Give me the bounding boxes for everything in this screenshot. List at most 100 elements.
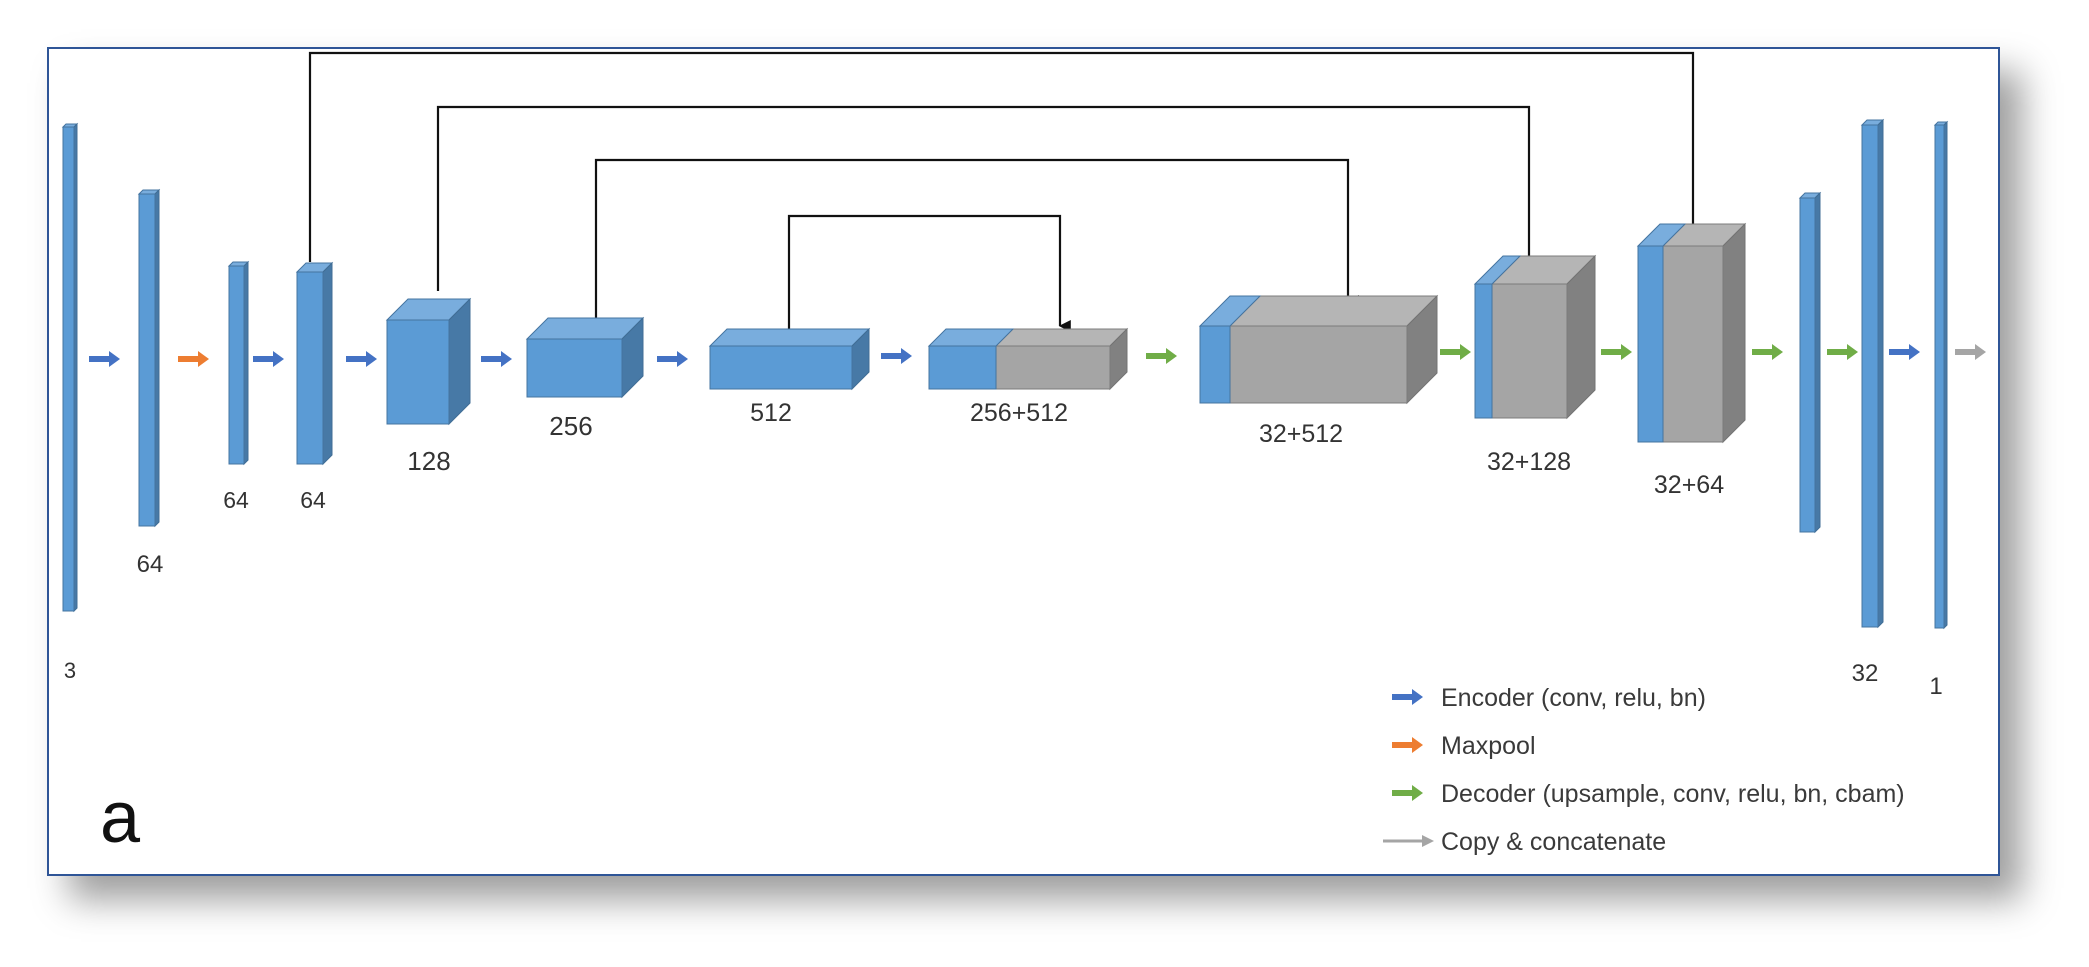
flow-arrow-encoder-head — [501, 351, 512, 367]
block-3-front — [228, 265, 245, 465]
block-10 — [1473, 254, 1597, 420]
block-14 — [1933, 120, 1949, 630]
figure-frame — [47, 47, 2000, 876]
flow-arrow-decoder-shaft — [1601, 349, 1621, 355]
block-10-concat-part-side — [1566, 254, 1596, 420]
flow-arrow-encoder-shaft — [1889, 349, 1909, 355]
flow-arrow-decoder — [1440, 344, 1471, 360]
block-label: 128 — [407, 446, 450, 476]
skip-connections — [308, 51, 1704, 332]
block-3 — [227, 260, 250, 466]
block-10-encoder-part — [1474, 283, 1493, 419]
flow-arrow-decoder — [1827, 344, 1858, 360]
flow-arrow-encoder — [481, 351, 512, 367]
block-2-side — [154, 188, 160, 528]
flow-arrow-encoder-shaft — [881, 353, 901, 359]
block-13-side — [1877, 118, 1884, 629]
block-3-side — [243, 260, 249, 466]
skip-connection-line — [594, 158, 1359, 318]
legend-maxpool-arrow-head — [1412, 737, 1423, 753]
block-label: 32+512 — [1259, 420, 1343, 448]
flow-arrow-decoder-shaft — [1146, 353, 1166, 359]
flow-arrow-encoder-head — [273, 351, 284, 367]
legend-label: Maxpool — [1441, 732, 1536, 760]
flow-arrow-decoder-head — [1772, 344, 1783, 360]
flow-arrow-decoder-shaft — [1827, 349, 1847, 355]
legend-decoder-arrow-head — [1412, 785, 1423, 801]
block-14-front — [1934, 124, 1945, 629]
flow-arrow-encoder — [89, 351, 120, 367]
flow-arrow-encoder-head — [1909, 344, 1920, 360]
block-1-front — [62, 126, 75, 612]
legend-maxpool-arrow — [1392, 737, 1423, 753]
flow-arrow-decoder-head — [1460, 344, 1471, 360]
block-11 — [1636, 222, 1747, 444]
flow-arrow-encoder-head — [366, 351, 377, 367]
block-12-side — [1814, 191, 1821, 534]
flow-arrow-maxpool — [178, 351, 209, 367]
legend-copy-arrow — [1383, 835, 1434, 847]
block-label: 32+128 — [1487, 448, 1571, 476]
block-label: 32+64 — [1654, 471, 1724, 499]
block-5 — [385, 297, 472, 426]
legend-label: Decoder (upsample, conv, relu, bn, cbam) — [1441, 780, 1905, 808]
legend-encoder-arrow — [1392, 689, 1423, 705]
block-7-front — [709, 345, 853, 390]
flow-arrow-decoder-head — [1621, 344, 1632, 360]
block-9-concat-part-front — [1229, 325, 1408, 404]
block-11-concat-part — [1661, 222, 1747, 444]
panel-label: a — [100, 778, 141, 858]
legend-label: Encoder (conv, relu, bn) — [1441, 684, 1706, 712]
legend-maxpool-arrow-shaft — [1392, 742, 1412, 748]
block-12-front — [1799, 197, 1816, 533]
flow-arrow-encoder-shaft — [89, 356, 109, 362]
block-9-encoder-part — [1199, 325, 1231, 404]
skip-connection-line — [787, 214, 1071, 332]
flow-arrow-encoder — [346, 351, 377, 367]
block-9 — [1198, 294, 1439, 405]
legend-encoder-arrow-shaft — [1392, 694, 1412, 700]
block-8-concat-part-front — [995, 345, 1111, 390]
block-8-concat-part-top — [994, 328, 1129, 347]
skip-connection-line — [436, 105, 1540, 291]
legend-decoder-arrow-shaft — [1392, 790, 1412, 796]
block-11-concat-part-front — [1662, 245, 1724, 443]
block-1 — [61, 122, 79, 613]
block-label: 256 — [549, 411, 592, 441]
legend-label: Copy & concatenate — [1441, 828, 1666, 856]
block-label: 1 — [1929, 673, 1942, 700]
flow-arrow-decoder — [1752, 344, 1783, 360]
block-2-front — [138, 193, 156, 527]
block-13 — [1860, 118, 1885, 629]
flow-arrow-copy — [1955, 344, 1986, 360]
flow-arrow-copy-head — [1975, 344, 1986, 360]
block-7 — [708, 327, 871, 391]
block-7-top — [708, 328, 871, 347]
flow-arrow-encoder-head — [901, 348, 912, 364]
flow-arrow-encoder-head — [677, 351, 688, 367]
block-4-front — [296, 271, 324, 465]
block-10-concat-part-front — [1491, 283, 1568, 419]
flow-arrow-encoder — [657, 351, 688, 367]
flow-arrow-decoder-head — [1847, 344, 1858, 360]
flow-arrow-encoder — [253, 351, 284, 367]
flow-arrow-decoder — [1601, 344, 1632, 360]
block-label: 3 — [64, 658, 76, 683]
flow-arrow-decoder-shaft — [1440, 349, 1460, 355]
block-2 — [137, 188, 161, 528]
legend-encoder-arrow-head — [1412, 689, 1423, 705]
flow-arrow-maxpool-head — [198, 351, 209, 367]
flow-arrow-encoder — [1889, 344, 1920, 360]
block-label: 64 — [223, 487, 249, 513]
flow-arrow-encoder-shaft — [346, 356, 366, 362]
block-8 — [927, 327, 1129, 391]
block-6 — [525, 316, 645, 399]
block-11-encoder-part — [1637, 245, 1664, 443]
legend-copy-arrow-head — [1422, 835, 1434, 847]
flow-arrow-encoder-shaft — [657, 356, 677, 362]
block-5-side — [448, 297, 471, 426]
flow-arrow-decoder-head — [1166, 348, 1177, 364]
block-label: 512 — [750, 399, 792, 427]
block-13-front — [1861, 124, 1879, 628]
